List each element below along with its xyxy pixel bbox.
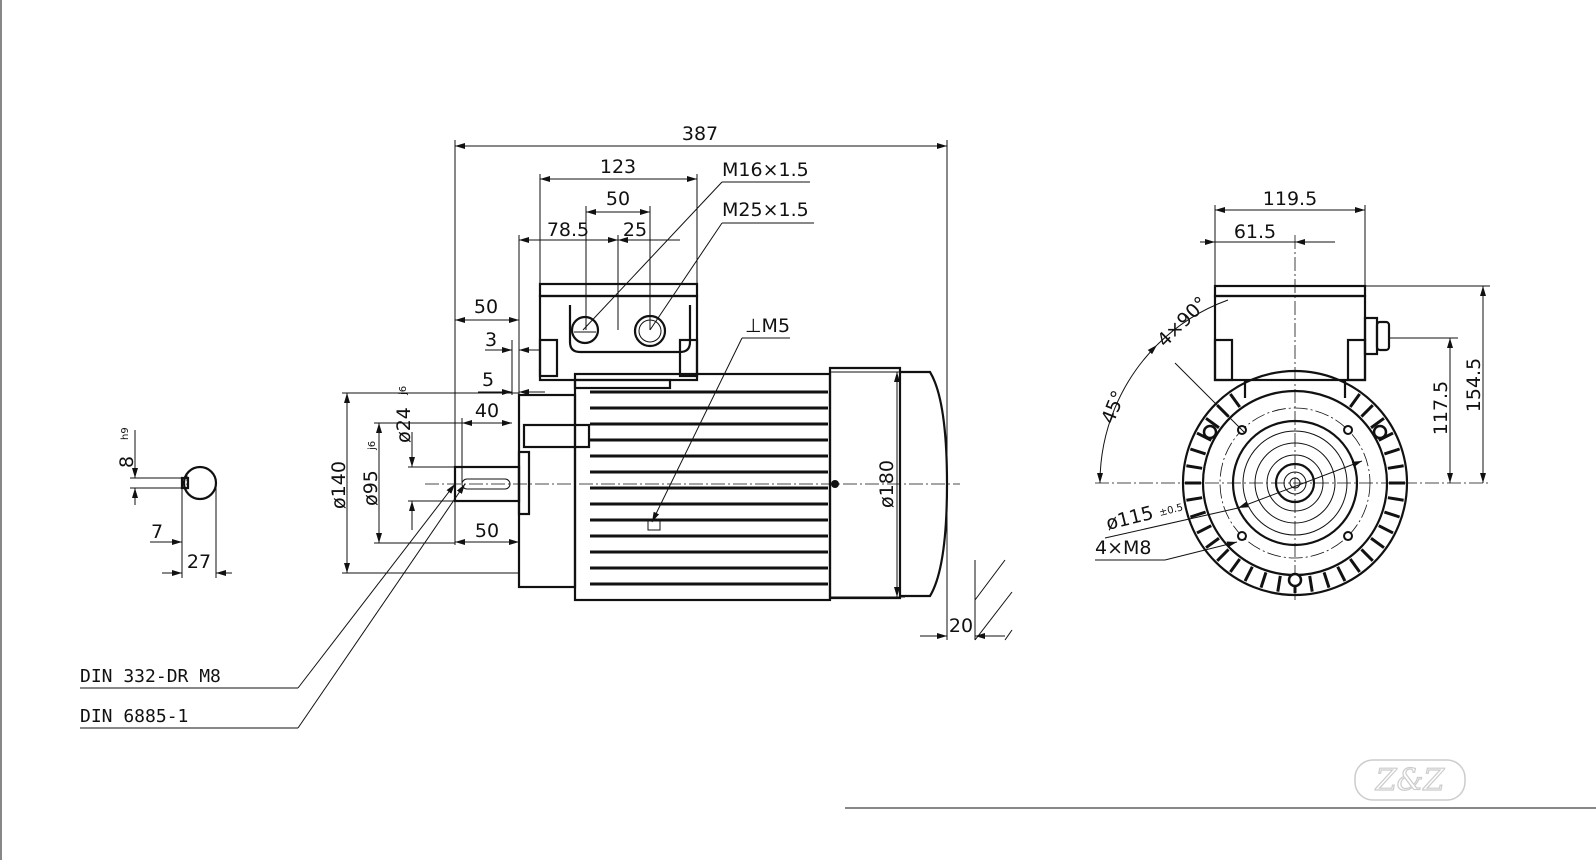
logo-text: Z&Z xyxy=(1375,763,1446,798)
tie-rod-hole xyxy=(1287,572,1303,588)
dim-key-width: 8 xyxy=(116,456,138,468)
radial-fin xyxy=(1229,558,1241,573)
radial-fin xyxy=(1378,524,1394,535)
key-tolerance: h9 xyxy=(120,427,131,440)
radial-fin xyxy=(1349,393,1361,408)
radial-fin xyxy=(1205,417,1220,429)
front-radial-fins xyxy=(1185,393,1405,593)
radial-fin xyxy=(1186,496,1203,502)
callout-center-hole: DIN 332-DR M8 xyxy=(80,666,221,687)
label-bolt-holes: 4×M8 xyxy=(1095,537,1152,559)
radial-fin xyxy=(1259,571,1268,589)
dim-spigot-depth: 5 xyxy=(482,369,494,391)
terminal-box-foot-right xyxy=(678,338,699,378)
radial-fin xyxy=(1186,464,1203,470)
terminal-box-foot-left xyxy=(538,338,559,378)
radial-fin xyxy=(1205,537,1220,549)
dim-overall-length: 387 xyxy=(682,123,718,145)
spigot-tolerance: j6 xyxy=(367,441,378,451)
dim-box-width: 119.5 xyxy=(1263,188,1317,210)
radial-fin xyxy=(1276,575,1282,592)
radial-fin xyxy=(1349,558,1361,573)
dim-box-offset: 78.5 xyxy=(547,219,589,241)
label-earth-terminal: ⊥M5 xyxy=(745,315,790,337)
spigot xyxy=(517,450,531,516)
dim-angle-pattern: 4×90° xyxy=(1153,292,1212,351)
radial-fin xyxy=(1322,571,1331,589)
dim-shaft-height: 27 xyxy=(187,551,211,573)
flange xyxy=(517,393,577,589)
dim-shaft-diameter: ø24 xyxy=(393,407,415,443)
company-logo: Z&Z xyxy=(1354,759,1466,801)
dim-key-length: 40 xyxy=(475,400,499,422)
fan-cover-screw xyxy=(831,480,839,488)
shaft-section-view: 8 h9 7 27 xyxy=(116,427,232,578)
dim-foot-offset: 20 xyxy=(949,615,973,637)
bolt-circle xyxy=(1219,407,1371,559)
tie-rod-hole xyxy=(1202,424,1218,440)
dim-flange-thickness: 3 xyxy=(485,329,497,351)
dim-gland-offset: 25 xyxy=(623,219,647,241)
dim-shaft-length: 50 xyxy=(475,520,499,542)
front-fin-outline xyxy=(1181,369,1409,597)
radial-fin xyxy=(1189,510,1207,519)
dim-angle-start: 45° xyxy=(1097,387,1130,426)
radial-fin xyxy=(1360,404,1374,418)
radial-fin xyxy=(1243,566,1254,582)
radial-fin xyxy=(1370,417,1385,429)
tie-rod-hole xyxy=(1372,424,1388,440)
fan-cover xyxy=(828,366,902,600)
dim-key-depth: 7 xyxy=(151,521,163,543)
side-view-dimensions: 387 123 50 78.5 25 M16×1.5 M25×1.5 50 3 … xyxy=(328,123,1013,641)
dim-flange-offset: 50 xyxy=(474,296,498,318)
radial-fin xyxy=(1370,537,1385,549)
bolt-hole xyxy=(1343,531,1354,542)
radial-fin xyxy=(1383,447,1401,456)
front-cable-gland xyxy=(1363,316,1379,356)
dim-bolt-circle: ø115 xyxy=(1104,502,1156,535)
dim-spigot-diameter: ø95 xyxy=(360,470,382,506)
front-terminal-box xyxy=(1213,294,1367,382)
radial-fin xyxy=(1229,393,1241,408)
shaft-tolerance: j6 xyxy=(398,386,409,396)
side-view xyxy=(425,282,960,602)
radial-fin xyxy=(1308,575,1314,592)
terminal-box-base xyxy=(573,378,672,390)
callout-key-standard: DIN 6885-1 xyxy=(80,706,188,727)
radial-fin xyxy=(1189,447,1207,456)
radial-fin xyxy=(1196,524,1212,535)
dim-overall-height: 154.5 xyxy=(1463,358,1485,412)
cooling-fins xyxy=(590,390,828,586)
bolt-circle-tolerance: ±0.5 xyxy=(1158,502,1184,519)
radial-fin xyxy=(1383,510,1401,519)
front-view-dimensions: 119.5 61.5 154.5 117.5 45° 4×90° ø115 ±0… xyxy=(1095,188,1490,561)
radial-fin xyxy=(1216,548,1230,562)
dim-terminal-box-width: 123 xyxy=(600,156,636,178)
terminal-box-boss xyxy=(568,305,692,354)
bolt-hole xyxy=(1343,424,1354,435)
flange-lug xyxy=(522,423,591,449)
dim-gland-spacing: 50 xyxy=(606,188,630,210)
label-gland-m16: M16×1.5 xyxy=(722,159,809,181)
dim-box-center-offset: 61.5 xyxy=(1234,221,1276,243)
dim-gland-height: 117.5 xyxy=(1430,381,1452,435)
radial-fin xyxy=(1387,464,1404,470)
bolt-hole xyxy=(1236,531,1247,542)
gland-m16 xyxy=(570,315,600,345)
dim-frame-diameter: ø180 xyxy=(876,460,898,508)
dim-flange-diameter: ø140 xyxy=(328,461,350,509)
label-gland-m25: M25×1.5 xyxy=(722,199,809,221)
radial-fin xyxy=(1336,566,1347,582)
standard-callouts: DIN 332-DR M8 DIN 6885-1 xyxy=(80,483,466,729)
radial-fin xyxy=(1360,548,1374,562)
radial-fin xyxy=(1387,496,1404,502)
